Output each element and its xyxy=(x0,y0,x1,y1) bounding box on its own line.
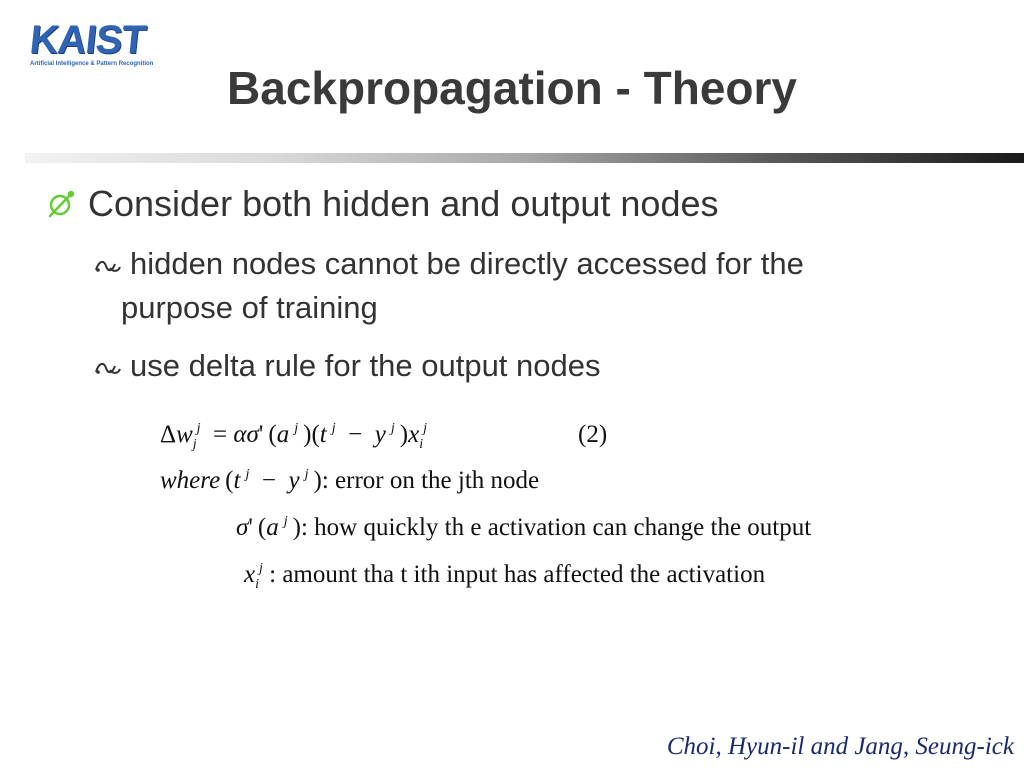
derivative-description: : how quickly th e activation can change… xyxy=(300,514,812,541)
sub-bullet-text: use delta rule for the output nodes xyxy=(130,348,601,383)
sub-bullet-text-line1: hidden nodes cannot be directly accessed… xyxy=(130,246,804,281)
sub-bullet-hidden-nodes: hidden nodes cannot be directly accessed… xyxy=(94,242,904,330)
error-description: : error on the jth node xyxy=(321,467,540,494)
main-bullet: Consider both hidden and output nodes xyxy=(44,184,719,224)
main-bullet-text: Consider both hidden and output nodes xyxy=(88,183,719,224)
no-symbol-icon xyxy=(48,190,75,218)
flourish-icon xyxy=(95,260,121,272)
error-term-line: where (t j − y j ): error on the jth nod… xyxy=(160,467,540,494)
derivative-term-line: σ' (a j ): how quickly th e activation c… xyxy=(236,514,812,541)
sub-bullet-delta-rule: use delta rule for the output nodes xyxy=(94,344,904,388)
slide-title: Backpropagation - Theory xyxy=(227,62,797,114)
input-description: : amount tha t ith input has affected th… xyxy=(269,561,766,588)
equation-number: (2) xyxy=(578,421,608,448)
sub-bullet-text-line2: purpose of training xyxy=(121,290,378,325)
title-divider xyxy=(25,153,1024,163)
kaist-logo: KAIST Artificial Intelligence & Pattern … xyxy=(27,18,160,70)
logo-subtitle: Artificial Intelligence & Pattern Recogn… xyxy=(30,61,154,67)
flourish-icon xyxy=(95,362,121,374)
where-word: where xyxy=(160,467,221,494)
delta-rule-equation: Δwjj = ασ' (a j )(t j − y j )xij xyxy=(160,421,427,452)
author-credit: Choi, Hyun-il and Jang, Seung-ick xyxy=(666,733,1014,760)
logo-wordmark: KAIST xyxy=(27,18,148,62)
input-term-line: xij : amount tha t ith input has affecte… xyxy=(244,561,766,592)
